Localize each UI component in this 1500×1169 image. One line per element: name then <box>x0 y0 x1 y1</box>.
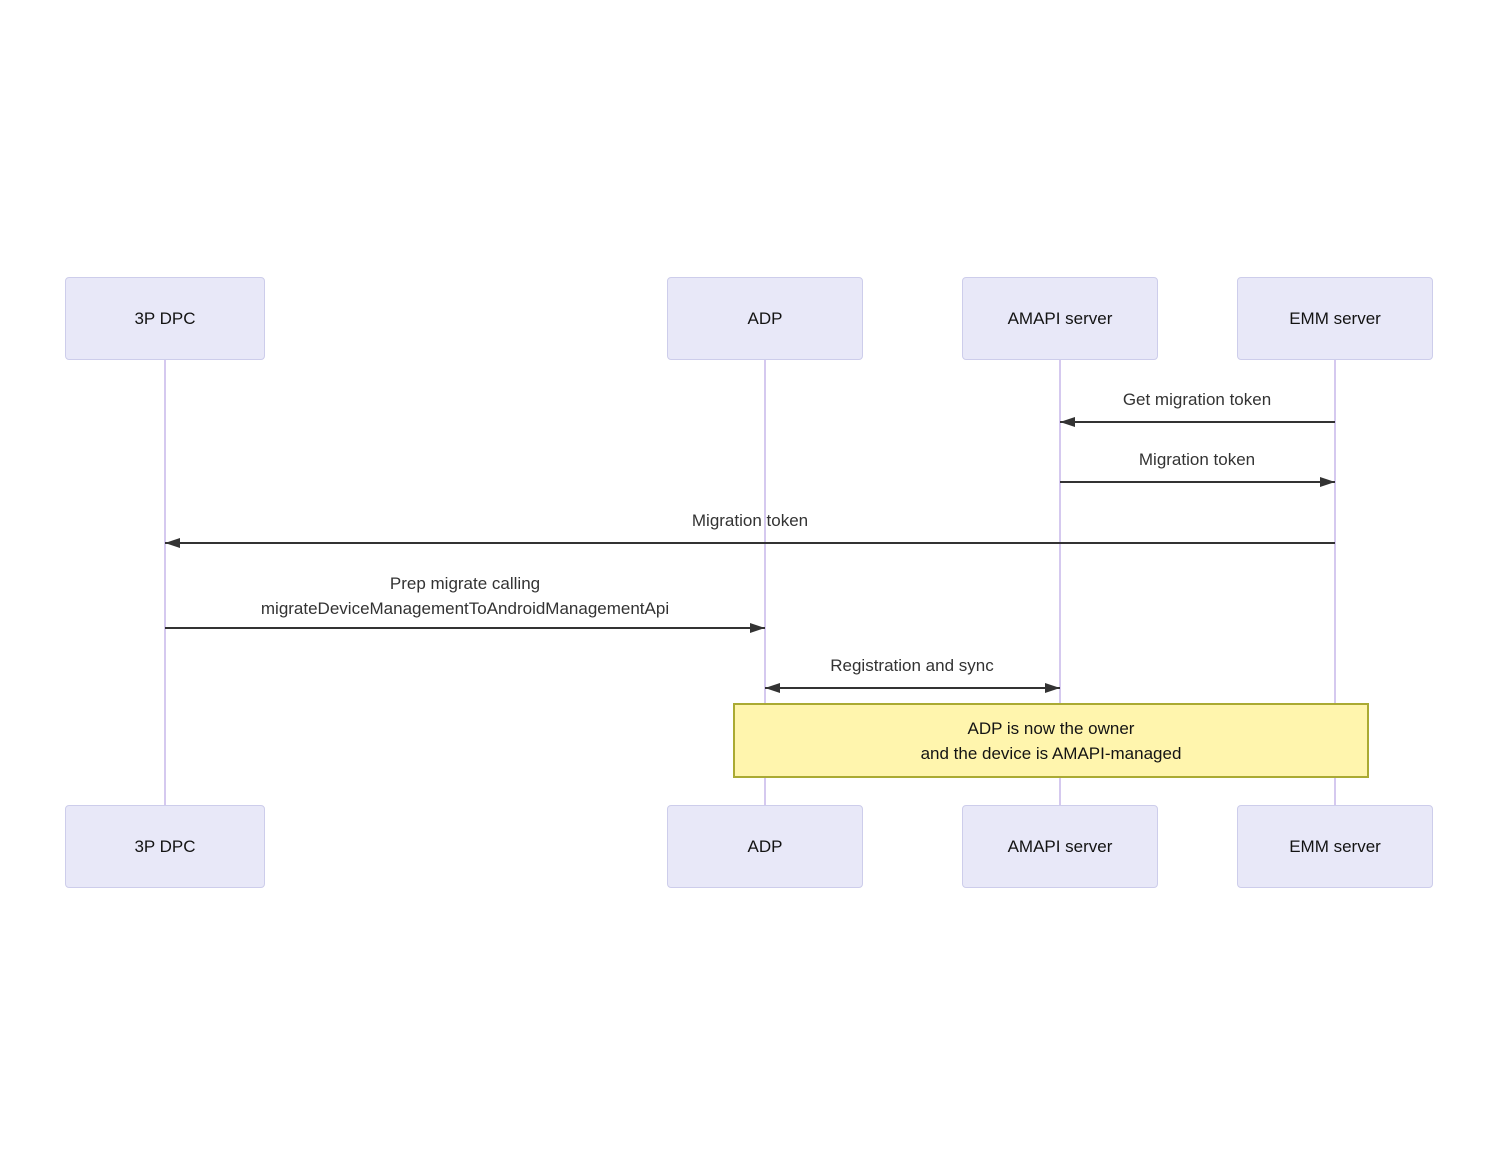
actor-adp-top: ADP <box>667 277 863 360</box>
arrowhead-right-icon <box>750 623 765 633</box>
note-line1: ADP is now the owner <box>967 719 1135 738</box>
message-label-get-migration-token: Get migration token <box>1122 390 1272 409</box>
arrowhead-right-icon <box>1045 683 1060 693</box>
actor-label: EMM server <box>1289 836 1381 856</box>
lifeline-amapi-server <box>1059 360 1061 805</box>
lifeline-emm-server <box>1334 360 1336 805</box>
note-line2: and the device is AMAPI-managed <box>920 744 1182 763</box>
actor-amapi-server-top: AMAPI server <box>962 277 1158 360</box>
lifeline-adp <box>764 360 766 805</box>
arrowhead-left-icon <box>765 683 780 693</box>
actor-label: AMAPI server <box>1007 836 1113 856</box>
message-label-line1: Prep migrate calling <box>389 574 541 593</box>
lifeline-3p-dpc <box>164 360 166 805</box>
actor-emm-server-top: EMM server <box>1237 277 1433 360</box>
message-label-migration-token-to-dpc: Migration token <box>691 511 809 530</box>
actor-adp-bottom: ADP <box>667 805 863 888</box>
actor-emm-server-bottom: EMM server <box>1237 805 1433 888</box>
arrowhead-right-icon <box>1320 477 1335 487</box>
message-line-migration-token-to-dpc <box>165 542 1335 544</box>
actor-3p-dpc-top: 3P DPC <box>65 277 265 360</box>
actor-amapi-server-bottom: AMAPI server <box>962 805 1158 888</box>
note-adp-owner: ADP is now the owner and the device is A… <box>733 703 1369 778</box>
actor-label: 3P DPC <box>134 308 196 328</box>
arrowhead-left-icon <box>1060 417 1075 427</box>
message-line-get-migration-token <box>1060 421 1335 423</box>
message-line-migration-token-to-emm <box>1060 481 1335 483</box>
actor-label: ADP <box>747 836 783 856</box>
message-line-registration-and-sync <box>765 687 1060 689</box>
actor-label: 3P DPC <box>134 836 196 856</box>
message-label-prep-migrate: Prep migrate calling migrateDeviceManage… <box>115 571 815 621</box>
actor-3p-dpc-bottom: 3P DPC <box>65 805 265 888</box>
actor-label: ADP <box>747 308 783 328</box>
message-label-line2: migrateDeviceManagementToAndroidManageme… <box>260 599 670 618</box>
actor-label: AMAPI server <box>1007 308 1113 328</box>
message-label-migration-token-to-emm: Migration token <box>1138 450 1256 469</box>
arrowhead-left-icon <box>165 538 180 548</box>
actor-label: EMM server <box>1289 308 1381 328</box>
message-line-prep-migrate <box>165 627 765 629</box>
message-label-registration-and-sync: Registration and sync <box>830 656 994 675</box>
